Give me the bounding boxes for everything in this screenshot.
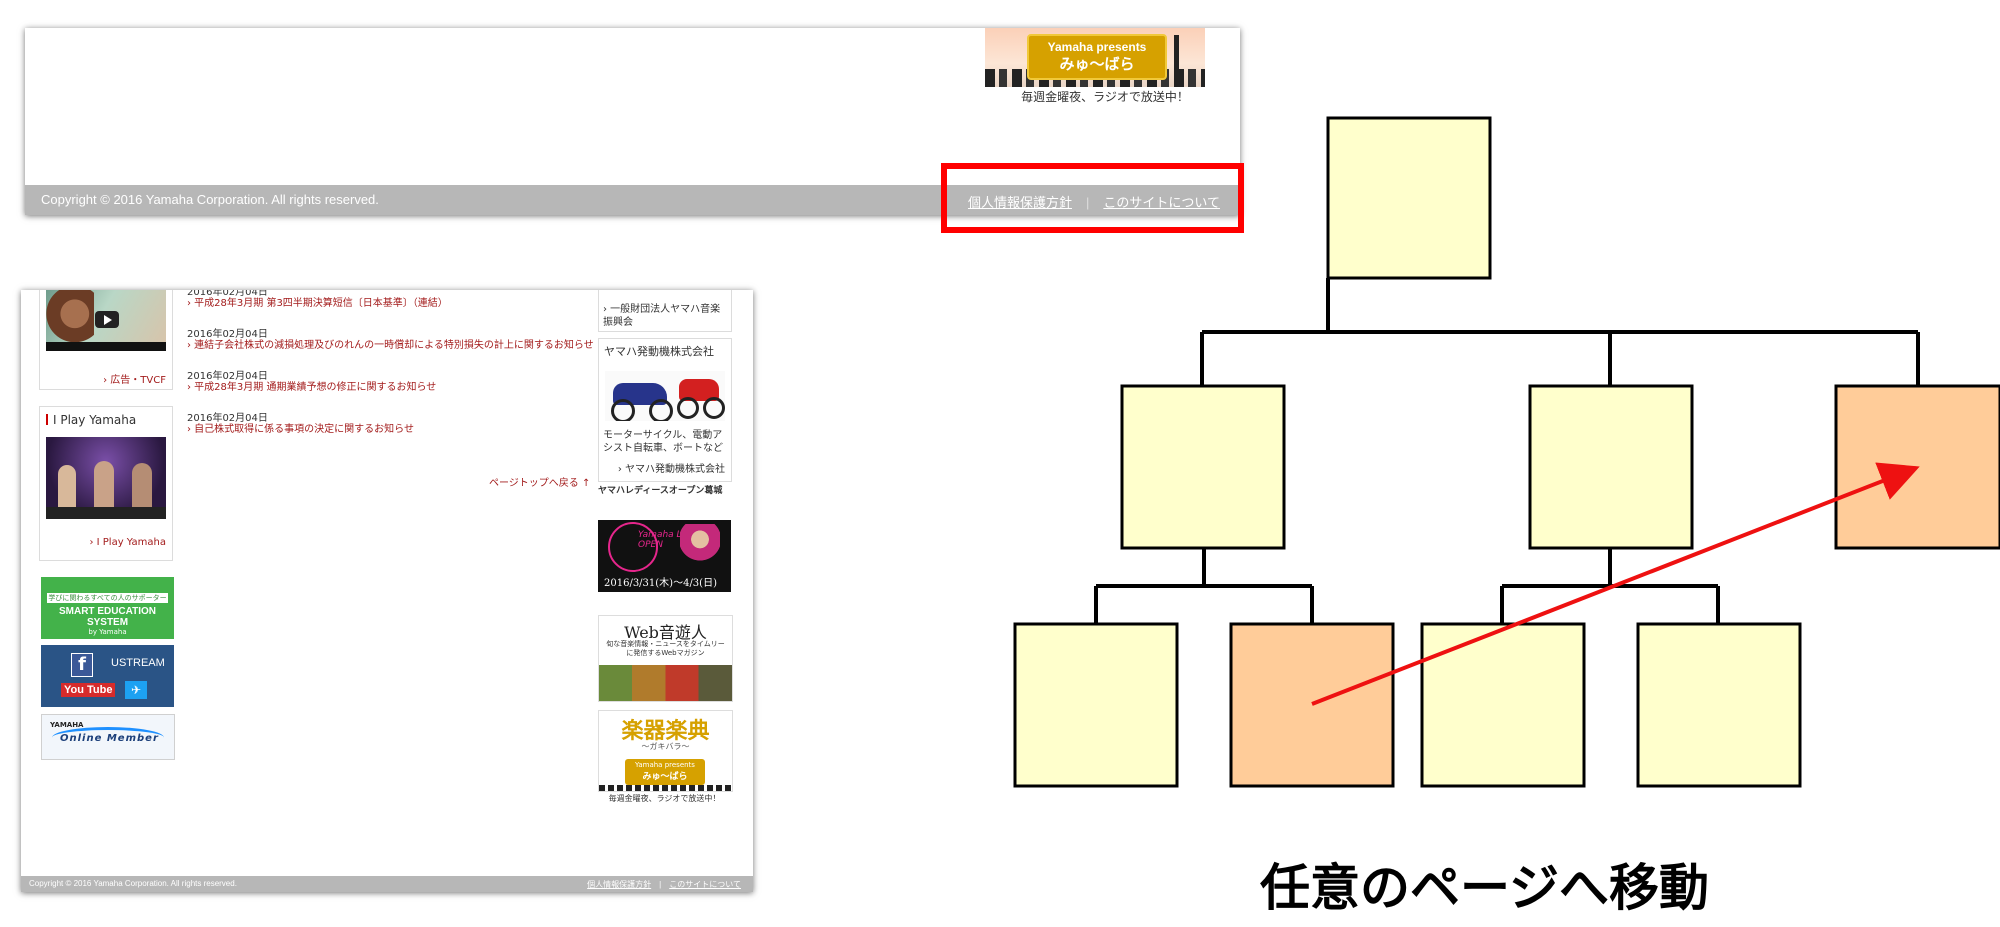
play-yamaha-link[interactable]: › I Play Yamaha: [89, 537, 166, 548]
gakki-caption: 毎週金曜夜、ラジオで放送中！: [608, 794, 721, 803]
ladies-open-date: 2016/3/31(木)〜4/3(日): [604, 578, 717, 589]
root-page-node: [1326, 116, 1492, 280]
copyright-text: Copyright © 2016 Yamaha Corporation. All…: [41, 192, 379, 207]
about-site-link[interactable]: このサイトについて: [1103, 195, 1220, 210]
page-node: [1420, 622, 1586, 788]
yamaha-presents-badge: Yamaha presents みゅ〜ばら: [1027, 34, 1167, 80]
online-member-banner[interactable]: YAMAHA Online Member: [41, 714, 175, 760]
news-headline[interactable]: › 連結子会社株式の減損処理及びのれんの一時償却による特別損失の計上に関するお知…: [187, 340, 594, 351]
twitter-icon[interactable]: ✈: [125, 681, 147, 699]
target-page-node: [1834, 384, 2000, 550]
news-date: 2016年02月04日: [187, 413, 268, 424]
ad-card: › 広告・TVCF: [39, 290, 173, 390]
play-yamaha-card: I Play Yamaha › I Play Yamaha: [39, 406, 173, 561]
copyright-text: Copyright © 2016 Yamaha Corporation. All…: [29, 879, 237, 888]
footer-links: 個人情報保護方針 | このサイトについて: [968, 192, 1220, 211]
site-footer: Copyright © 2016 Yamaha Corporation. All…: [21, 876, 753, 892]
news-headline[interactable]: › 自己株式取得に係る事項の決定に関するお知らせ: [187, 424, 414, 435]
motor-title: ヤマハ発動機株式会社: [604, 345, 714, 358]
bottom-screenshot: › 広告・TVCF I Play Yamaha › I Play Yamaha …: [21, 290, 753, 892]
gakki-badge: Yamaha presents みゅ〜ばら: [625, 759, 705, 785]
play-yamaha-title: I Play Yamaha: [46, 413, 136, 427]
about-site-link[interactable]: このサイトについて: [669, 880, 741, 889]
navigation-arrow: [1311, 462, 1920, 706]
page-top-link[interactable]: ページトップへ戻る ↑: [489, 478, 591, 489]
web-otoasobi-photos: [599, 665, 732, 701]
badge-line2: みゅ〜ばら: [1059, 55, 1135, 73]
tower-graphic: [1174, 35, 1179, 87]
news-date: 2016年02月04日: [187, 371, 268, 382]
news-date: 2016年02月04日: [187, 329, 268, 340]
web-otoasobi-title: Web音遊人: [624, 623, 707, 642]
diagram-caption: 任意のページへ移動: [1260, 859, 1709, 917]
motor-card: ヤマハ発動機株式会社 モーターサイクル、電動アシスト自転車、ボートなど › ヤマ…: [598, 338, 732, 482]
ladies-open-brand: Yamaha LADIES OPEN: [638, 530, 709, 550]
motor-link[interactable]: › ヤマハ発動機株式会社: [617, 464, 725, 475]
yamaha-logo: YAMAHA: [50, 721, 84, 729]
news-date: 2016年02月04日: [187, 290, 268, 298]
motorcycle-photo[interactable]: [605, 371, 725, 421]
gakki-title: 楽器楽典: [621, 719, 710, 744]
page-node: [1120, 384, 1286, 550]
news-headline[interactable]: › 平成28年3月期 通期業績予想の修正に関するお知らせ: [187, 382, 437, 393]
page-node: [1636, 622, 1802, 788]
tvcf-video-thumbnail[interactable]: [46, 290, 166, 351]
web-otoasobi-description: 旬な音楽情報・ニュースをタイムリーに発信するWebマガジン: [606, 640, 725, 657]
banner-caption: 毎週金曜夜、ラジオで放送中！: [1021, 90, 1189, 104]
highlight-box: [941, 163, 1244, 233]
video-person-graphic: [46, 290, 94, 351]
ad-tvcf-link[interactable]: › 広告・TVCF: [103, 375, 166, 386]
top-screenshot: Yamaha presents みゅ〜ばら 毎週金曜夜、ラジオで放送中！ Cop…: [25, 28, 1240, 215]
site-structure-diagram: [1013, 116, 2000, 788]
miyubara-banner[interactable]: Yamaha presents みゅ〜ばら: [985, 28, 1205, 87]
smart-education-banner[interactable]: 学びに関わるすべての人のサポーター SMART EDUCATION SYSTEM…: [41, 577, 174, 639]
footer-links: 個人情報保護方針 | このサイトについて: [587, 879, 741, 890]
web-otoasobi-banner[interactable]: Web音遊人 旬な音楽情報・ニュースをタイムリーに発信するWebマガジン: [598, 615, 733, 702]
footer-separator: |: [1085, 195, 1090, 210]
page-node: [1528, 384, 1694, 550]
source-page-node: [1229, 622, 1395, 788]
ladies-open-banner[interactable]: Yamaha LADIES OPEN 2016/3/31(木)〜4/3(日): [598, 520, 731, 592]
footer-separator: |: [659, 880, 662, 889]
gakki-subtitle: 〜ガキバラ〜: [641, 742, 690, 751]
play-button-icon[interactable]: [95, 311, 119, 328]
ustream-label[interactable]: USTREAM: [111, 657, 165, 669]
privacy-policy-link[interactable]: 個人情報保護方針: [967, 195, 1072, 210]
motor-description: モーターサイクル、電動アシスト自転車、ボートなど: [603, 430, 723, 454]
gakki-gakuten-banner[interactable]: 楽器楽典 〜ガキバラ〜 Yamaha presents みゅ〜ばら: [598, 710, 733, 792]
social-banner[interactable]: f USTREAM You Tube ✈: [41, 645, 174, 707]
privacy-policy-link[interactable]: 個人情報保護方針: [587, 880, 652, 889]
foundation-link[interactable]: › 一般財団法人ヤマハ音楽振興会: [603, 304, 721, 328]
video-controls: [46, 342, 166, 351]
swoosh-graphic: [52, 727, 164, 748]
page-node: [1013, 622, 1179, 788]
foundation-card: › 一般財団法人ヤマハ音楽振興会: [598, 290, 732, 332]
badge-line1: Yamaha presents: [1047, 40, 1147, 54]
facebook-icon[interactable]: f: [71, 653, 93, 677]
ladies-open-title: ヤマハレディースオープン葛城: [598, 486, 723, 496]
youtube-icon[interactable]: You Tube: [61, 683, 116, 697]
news-headline[interactable]: › 平成28年3月期 第3四半期決算短信〔日本基準〕（連結）: [187, 298, 448, 309]
band-photo[interactable]: [46, 437, 166, 519]
site-footer: Copyright © 2016 Yamaha Corporation. All…: [25, 185, 1240, 215]
